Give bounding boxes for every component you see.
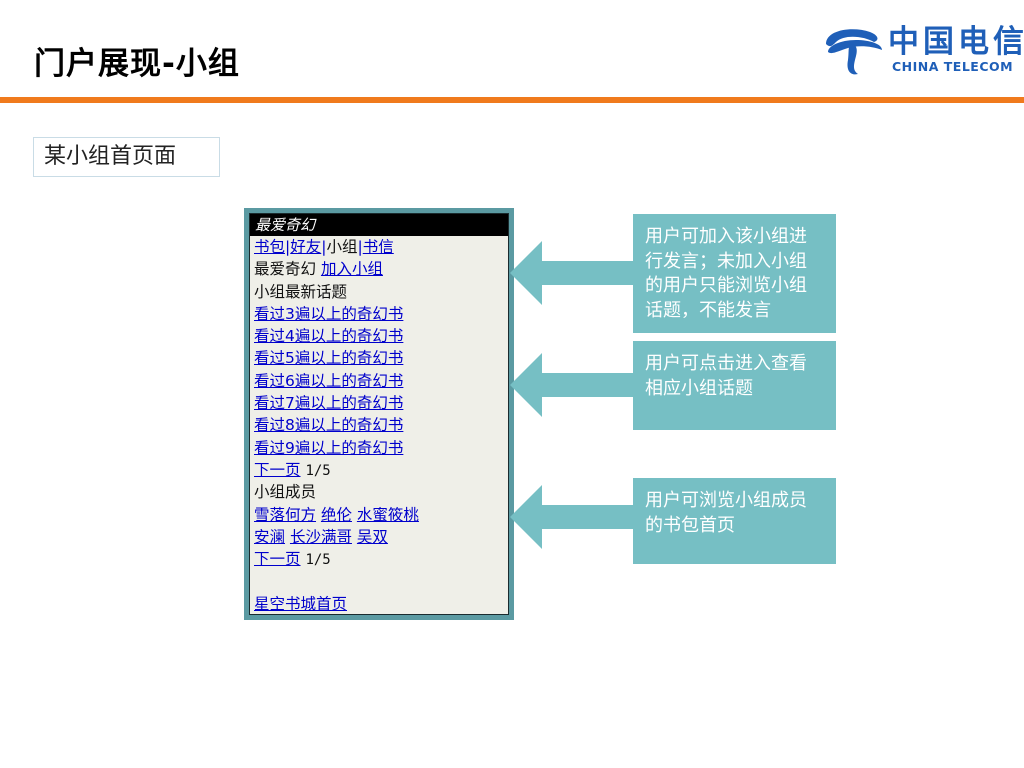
phone-content: 书包|好友|小组|书信 最爱奇幻 加入小组 小组最新话题 看过3遍以上的奇幻书 … bbox=[250, 236, 508, 614]
callout-arrow-join bbox=[510, 241, 640, 305]
callout-arrow-members bbox=[510, 485, 640, 549]
phone-display: 最爱奇幻 书包|好友|小组|书信 最爱奇幻 加入小组 小组最新话题 看过3遍以上… bbox=[249, 213, 509, 615]
member-link[interactable]: 水蜜筱桃 bbox=[356, 505, 419, 524]
china-telecom-logo: 中国电信 CHINA TELECOM bbox=[822, 22, 1024, 78]
china-telecom-emblem-icon bbox=[826, 29, 882, 75]
topics-pagination: 下一页 1/5 bbox=[254, 459, 504, 481]
callout-line: 的用户只能浏览小组 bbox=[645, 275, 807, 296]
nav-link-friends[interactable]: 好友 bbox=[290, 238, 322, 256]
callout-line: 相应小组话题 bbox=[645, 377, 753, 399]
members-pagination: 下一页 1/5 bbox=[254, 548, 504, 570]
members-row: 雪落何方 绝伦 水蜜筱桃 bbox=[254, 504, 504, 526]
group-row: 最爱奇幻 加入小组 bbox=[254, 258, 504, 280]
callout-line: 的书包首页 bbox=[645, 514, 735, 536]
blank-line bbox=[254, 570, 504, 592]
topics-next-page-link[interactable]: 下一页 bbox=[254, 460, 301, 479]
nav-current-group: 小组 bbox=[326, 238, 358, 256]
nav-separator: | bbox=[285, 238, 291, 256]
member-link[interactable]: 吴双 bbox=[356, 527, 388, 546]
topics-heading: 小组最新话题 bbox=[254, 282, 348, 301]
phone-screen: 最爱奇幻 书包|好友|小组|书信 最爱奇幻 加入小组 小组最新话题 看过3遍以上… bbox=[244, 208, 514, 620]
callout-line: 用户可浏览小组成员 bbox=[645, 490, 807, 511]
topic-link[interactable]: 看过7遍以上的奇幻书 bbox=[254, 394, 404, 413]
nav-row: 书包|好友|小组|书信 bbox=[254, 236, 504, 258]
members-row: 安澜 长沙满哥 吴双 bbox=[254, 526, 504, 548]
slide-title: 门户展现-小组 bbox=[34, 46, 240, 82]
phone-header-title: 最爱奇幻 bbox=[250, 214, 508, 236]
nav-link-bookbag[interactable]: 书包 bbox=[254, 238, 286, 256]
topics-page-indicator: 1/5 bbox=[305, 462, 331, 479]
member-link[interactable]: 长沙满哥 bbox=[289, 527, 352, 546]
member-link[interactable]: 雪落何方 bbox=[254, 505, 317, 524]
topic-link[interactable]: 看过6遍以上的奇幻书 bbox=[254, 371, 404, 390]
topic-link[interactable]: 看过9遍以上的奇幻书 bbox=[254, 438, 404, 457]
nav-separator: | bbox=[357, 238, 363, 256]
members-next-page-link[interactable]: 下一页 bbox=[254, 550, 301, 569]
topic-link[interactable]: 看过5遍以上的奇幻书 bbox=[254, 349, 404, 368]
callout-join-group: 用户可加入该小组进 行发言；未加入小组 的用户只能浏览小组 话题，不能发言 bbox=[633, 214, 836, 333]
group-name: 最爱奇幻 bbox=[254, 260, 317, 279]
header-divider bbox=[0, 97, 1024, 103]
topic-link[interactable]: 看过3遍以上的奇幻书 bbox=[254, 304, 404, 323]
members-heading: 小组成员 bbox=[254, 483, 317, 502]
nav-link-letters[interactable]: 书信 bbox=[362, 238, 394, 256]
callout-view-topics: 用户可点击进入查看 相应小组话题 bbox=[633, 341, 836, 430]
logo-text-cn: 中国电信 bbox=[888, 24, 1024, 60]
topic-link[interactable]: 看过4遍以上的奇幻书 bbox=[254, 327, 404, 346]
home-link[interactable]: 星空书城首页 bbox=[254, 594, 348, 613]
nav-separator: | bbox=[321, 238, 327, 256]
join-group-link[interactable]: 加入小组 bbox=[320, 260, 383, 279]
page-label: 某小组首页面 bbox=[33, 137, 220, 177]
member-link[interactable]: 绝伦 bbox=[320, 505, 352, 524]
members-page-indicator: 1/5 bbox=[305, 552, 331, 569]
member-link[interactable]: 安澜 bbox=[254, 527, 286, 546]
topic-link[interactable]: 看过8遍以上的奇幻书 bbox=[254, 416, 404, 435]
callout-line: 用户可点击进入查看 bbox=[645, 353, 807, 374]
callout-arrow-topics bbox=[510, 353, 640, 417]
logo-text-en: CHINA TELECOM bbox=[892, 59, 1014, 74]
callout-browse-members: 用户可浏览小组成员 的书包首页 bbox=[633, 478, 836, 564]
callout-line: 行发言；未加入小组 bbox=[645, 250, 807, 272]
callout-line: 话题，不能发言 bbox=[645, 299, 771, 321]
callout-line: 用户可加入该小组进 bbox=[645, 226, 807, 247]
